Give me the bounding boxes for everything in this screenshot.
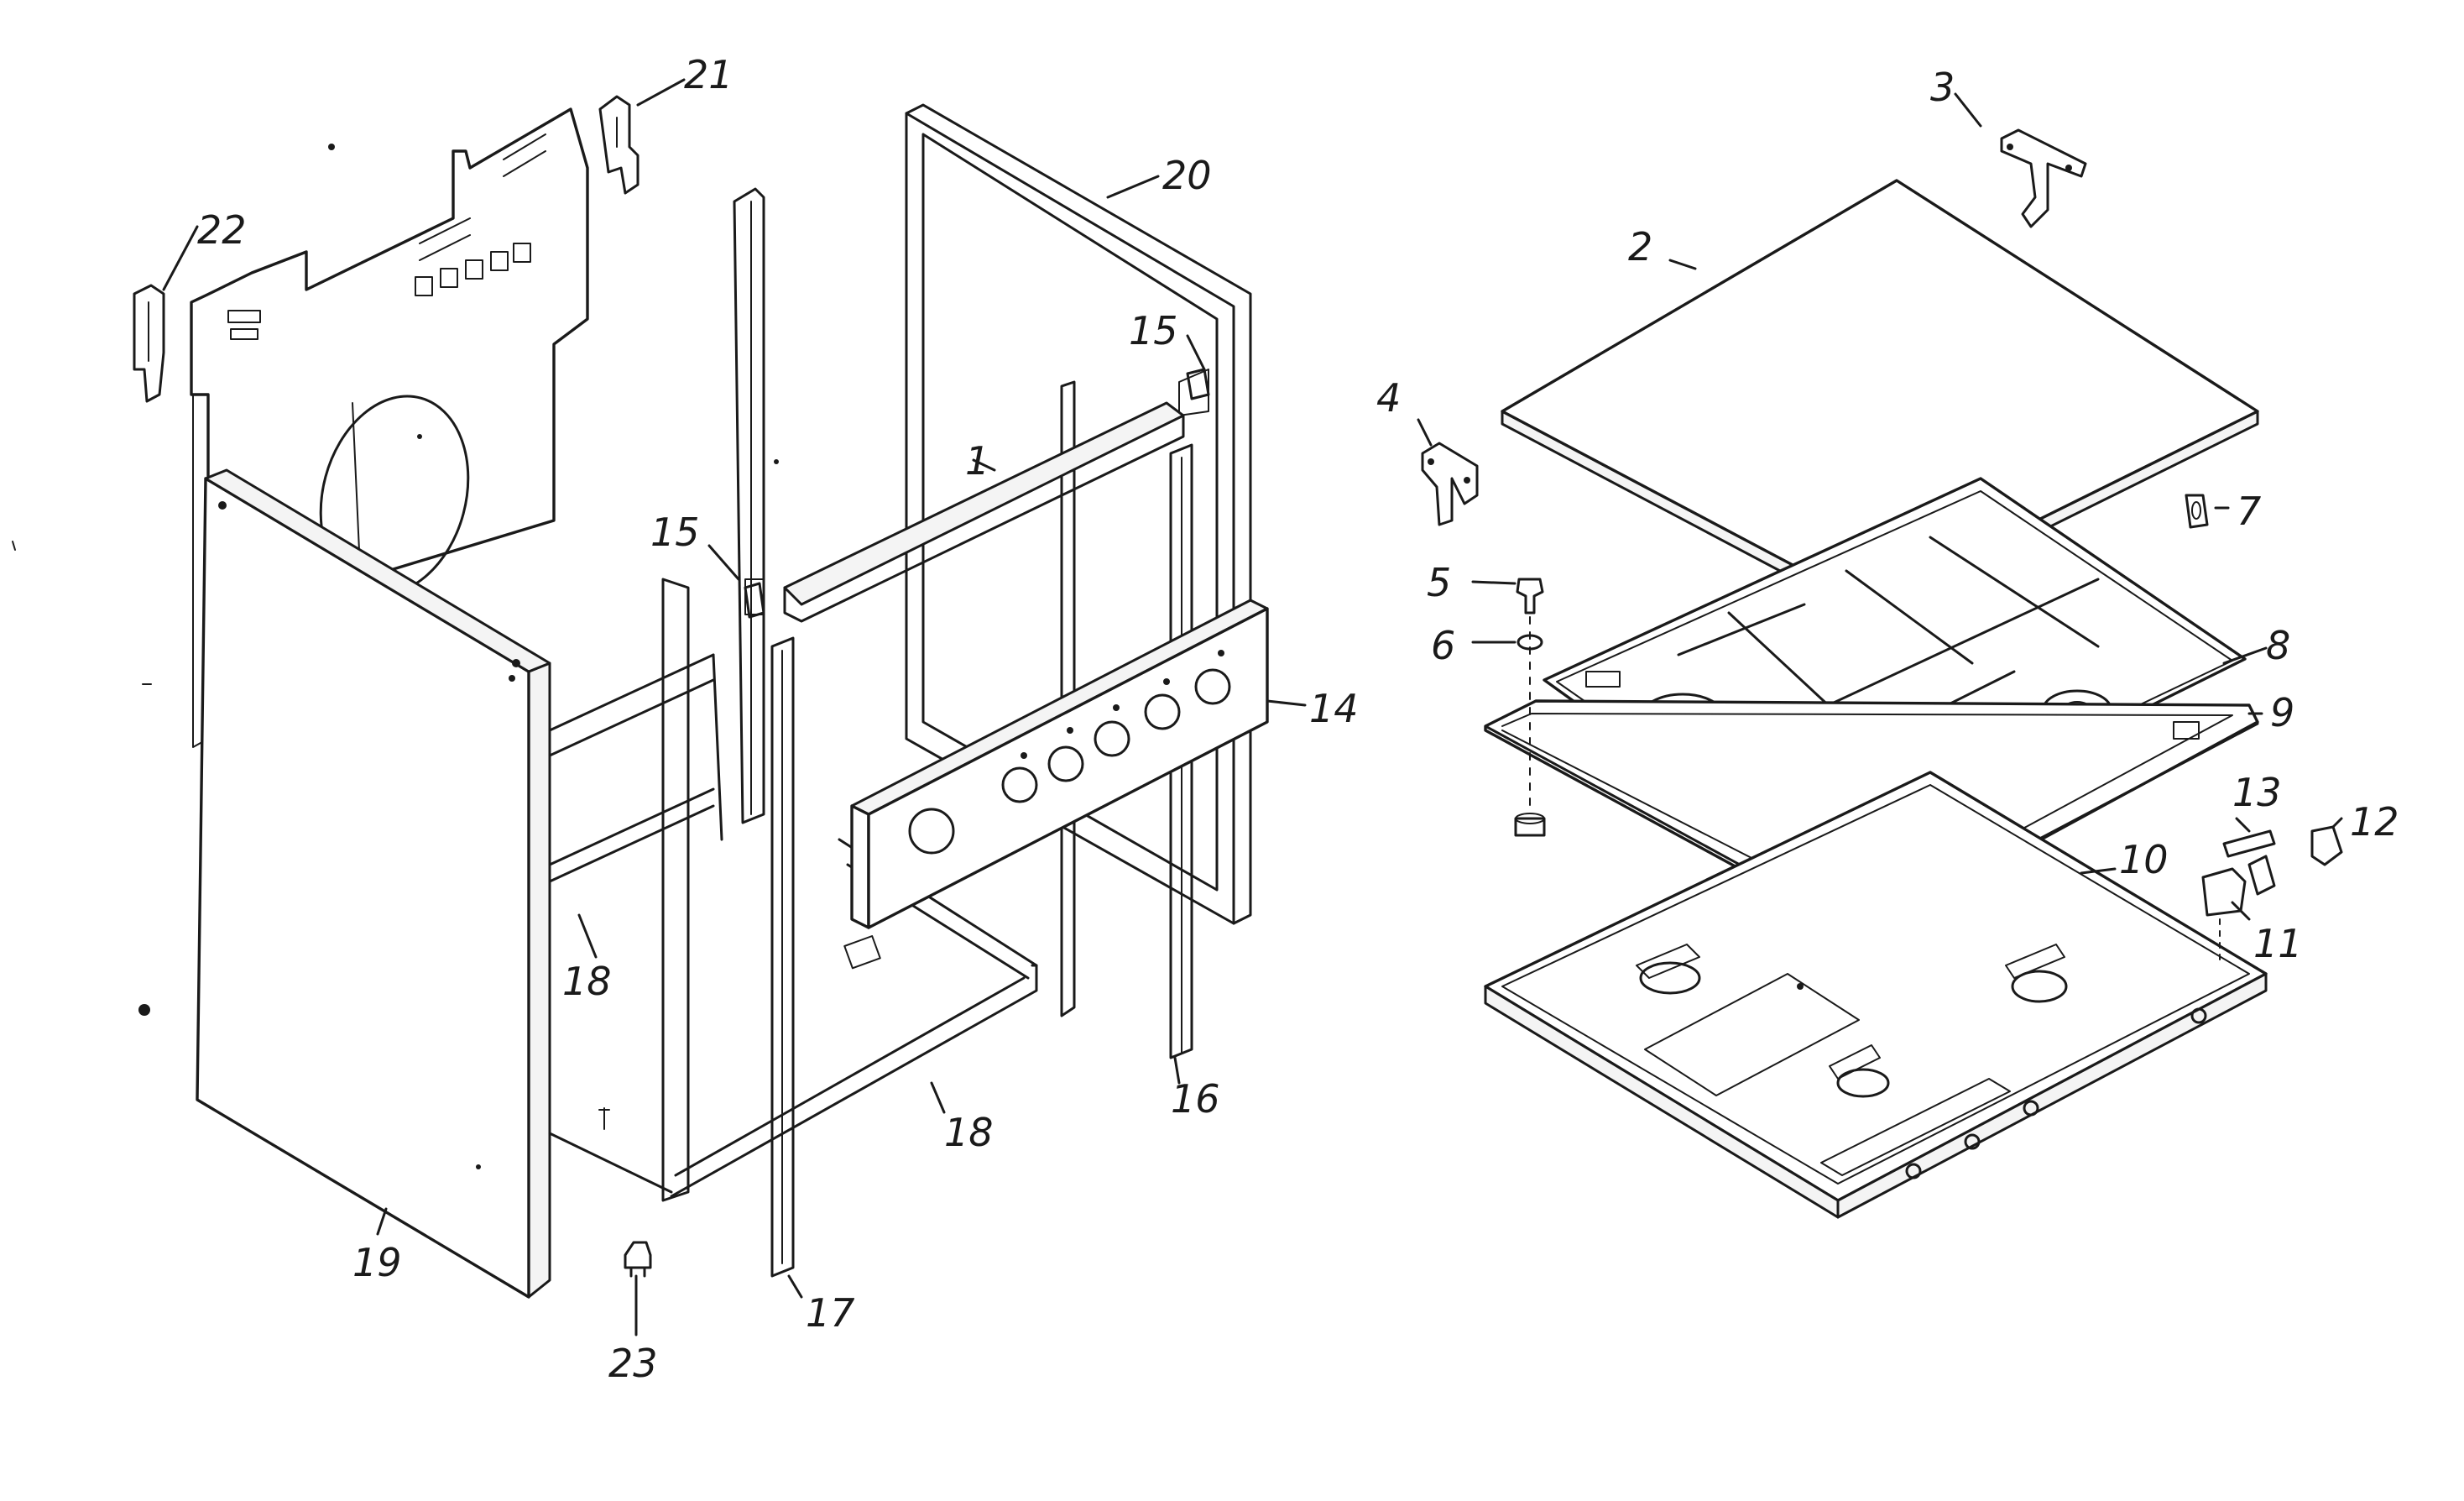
callout-15-right: 15 [1129, 308, 1178, 353]
callout-14: 14 [1309, 686, 1359, 731]
callout-13: 13 [2232, 770, 2282, 815]
callout-6: 6 [1431, 623, 1455, 668]
bracket-22 [133, 284, 165, 403]
callout-18-left: 18 [562, 959, 612, 1004]
nut [1514, 813, 1546, 837]
callout-19: 19 [352, 1240, 402, 1285]
side-panel-19 [196, 468, 551, 1299]
callout-12: 12 [2350, 799, 2399, 845]
callout-16: 16 [1171, 1076, 1220, 1122]
callout-23: 23 [608, 1341, 658, 1386]
callout-3: 3 [1930, 65, 1955, 110]
bracket-11 [2201, 855, 2276, 966]
callout-1: 1 [965, 438, 989, 484]
clip-12 [2310, 825, 2343, 866]
hinge-4 [1421, 442, 1479, 526]
back-panel [190, 107, 589, 748]
callout-9: 9 [2270, 690, 2294, 735]
clip-15-left [744, 582, 765, 619]
screw-5 [1516, 578, 1544, 615]
control-panel-14 [850, 599, 1269, 929]
callout-10: 10 [2119, 837, 2169, 882]
clip-15-right [1186, 368, 1210, 400]
callout-18-right: 18 [944, 1110, 994, 1155]
callout-4: 4 [1376, 375, 1401, 421]
rail-1 [783, 401, 1185, 623]
strip-17 [770, 636, 795, 1278]
callout-labels: 1 2 3 4 5 6 7 8 9 10 11 12 13 14 15 15 1… [197, 52, 2399, 1386]
clip-7 [2185, 494, 2209, 529]
callout-15-left: 15 [650, 510, 700, 555]
callout-17: 17 [806, 1290, 855, 1336]
callout-22: 22 [197, 207, 247, 253]
pin-13 [2222, 829, 2276, 858]
callout-8: 8 [2266, 623, 2290, 668]
front-post-left [733, 187, 765, 824]
base-10 [1484, 771, 2268, 1219]
scan-specks [12, 144, 779, 1016]
callout-7: 7 [2237, 489, 2261, 534]
callout-11: 11 [2253, 921, 2303, 966]
bracket-21 [598, 95, 639, 195]
hinge-3 [2000, 128, 2087, 228]
callout-20: 20 [1162, 153, 1212, 198]
callout-21: 21 [684, 52, 733, 97]
callout-5: 5 [1427, 560, 1451, 605]
callout-2: 2 [1628, 224, 1652, 269]
foot-23 [624, 1241, 652, 1278]
leader-lines [162, 78, 2343, 1336]
